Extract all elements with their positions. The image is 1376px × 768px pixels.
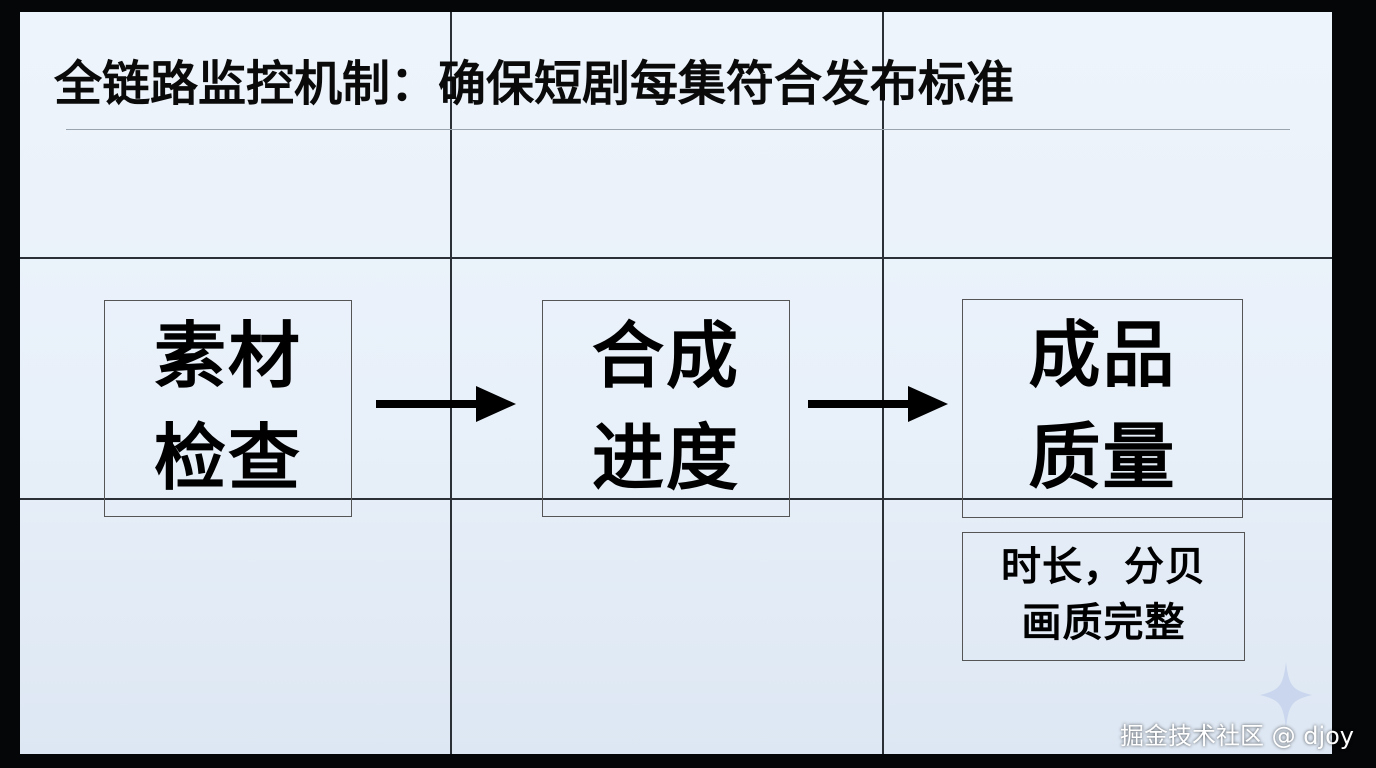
step-box-material-check: 素材 检查	[104, 300, 352, 517]
step-box-product-quality: 成品 质量	[962, 299, 1243, 518]
video-wall-screen: 全链路监控机制：确保短剧每集符合发布标准 素材 检查 合成 进度 成品 质量 时…	[20, 12, 1332, 754]
right-arrow-icon	[808, 386, 948, 422]
sparkle-icon	[1260, 662, 1312, 728]
quality-detail-line2: 画质完整	[1021, 600, 1186, 646]
right-arrow-icon	[376, 386, 516, 422]
step-box-compose-progress: 合成 进度	[542, 300, 790, 517]
slide-title: 全链路监控机制：确保短剧每集符合发布标准	[54, 56, 1015, 112]
step-label-line2: 质量	[1028, 415, 1177, 499]
quality-detail-box: 时长，分贝 画质完整	[962, 532, 1245, 661]
title-divider	[66, 129, 1290, 130]
step-label-line2: 检查	[153, 416, 302, 500]
quality-detail-line1: 时长，分贝	[1001, 544, 1206, 590]
bezel-seam-horizontal	[20, 257, 1332, 259]
bezel-seam-vertical	[450, 12, 452, 754]
watermark-text: 掘金技术社区 @ djoy	[1119, 722, 1354, 750]
step-label-line2: 进度	[591, 416, 740, 500]
bezel-seam-vertical	[882, 12, 884, 754]
bezel-seam-horizontal	[20, 498, 1332, 500]
step-label-line1: 合成	[591, 314, 740, 398]
step-label-line1: 素材	[153, 314, 302, 398]
step-label-line1: 成品	[1028, 313, 1177, 397]
